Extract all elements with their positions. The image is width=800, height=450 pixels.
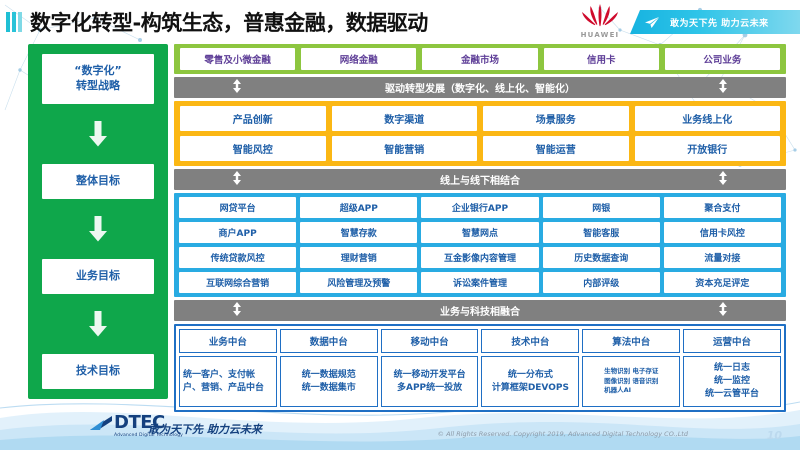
app-image-content-management[interactable]: 互金影像内容管理 <box>421 247 539 268</box>
application-systems-band: 网贷平台 超级APP 企业银行APP 网银 聚合支付 商户APP 智慧存款 智慧… <box>174 193 786 297</box>
midplatform-algorithm-title: 算法中台 <box>582 329 681 353</box>
up-down-arrow-icon <box>719 302 727 316</box>
huawei-wordmark: HUAWEI <box>580 31 620 39</box>
midplatform-mobile[interactable]: 移动中台 统一移动开发平台 多APP统一投放 <box>380 329 479 408</box>
strategy-sidebar: “数字化” 转型战略 整体目标 业务目标 技术目标 <box>28 44 168 399</box>
app-online-loan-platform[interactable]: 网贷平台 <box>179 197 297 218</box>
copyright-text: © All Rights Reserved. Copyright 2019, A… <box>437 430 688 438</box>
dtec-mark-icon <box>90 416 112 430</box>
midplatform-algorithm[interactable]: 算法中台 生物识别 电子存证 图像识别 语音识别 机器人AI <box>582 329 681 408</box>
capability-product-innovation[interactable]: 产品创新 <box>180 106 326 131</box>
app-risk-management-warning[interactable]: 风险管理及预警 <box>300 272 418 293</box>
page-header: 数字化转型-构筑生态，普惠金融，数据驱动 HUAWEI 敢为天下先 助力云未来 <box>0 0 800 44</box>
app-super-app[interactable]: 超级APP <box>300 197 418 218</box>
capability-scenario-service[interactable]: 场景服务 <box>483 106 629 131</box>
business-lines-strip: 零售及小微金融 网络金融 金融市场 信用卡 公司业务 <box>174 44 786 74</box>
app-wealth-marketing[interactable]: 理财营销 <box>300 247 418 268</box>
app-traditional-loan-risk[interactable]: 传统贷款风控 <box>179 247 297 268</box>
up-down-arrow-icon <box>233 79 241 93</box>
midplatform-algorithm-body: 生物识别 电子存证 图像识别 语音识别 机器人AI <box>582 356 681 408</box>
app-smart-deposit[interactable]: 智慧存款 <box>300 222 418 243</box>
app-enterprise-bank-app[interactable]: 企业银行APP <box>421 197 539 218</box>
business-line-credit-card[interactable]: 信用卡 <box>543 48 659 70</box>
midplatform-mobile-title: 移动中台 <box>380 329 479 353</box>
capability-smart-risk-control[interactable]: 智能风控 <box>180 136 326 161</box>
sidebar-item-strategy[interactable]: “数字化” 转型战略 <box>42 54 154 104</box>
capability-smart-operation[interactable]: 智能运营 <box>483 136 629 161</box>
capability-business-online[interactable]: 业务线上化 <box>634 106 780 131</box>
sidebar-item-overall-goal[interactable]: 整体目标 <box>42 163 154 199</box>
app-smart-customer-service[interactable]: 智能客服 <box>542 222 660 243</box>
midplatform-business[interactable]: 业务中台 统一客户、支付帐户、营销、产品中台 <box>179 329 277 408</box>
page-footer: DTEC Advanced Digital Technology 敢为天下先 助… <box>0 398 800 450</box>
business-line-financial-market[interactable]: 金融市场 <box>422 48 538 70</box>
business-line-retail-micro[interactable]: 零售及小微金融 <box>180 48 296 70</box>
blue-row-3: 传统贷款风控 理财营销 互金影像内容管理 历史数据查询 流量对接 <box>179 247 782 268</box>
business-line-corporate[interactable]: 公司业务 <box>664 48 781 70</box>
app-capital-adequacy-assessment[interactable]: 资本充足评定 <box>663 272 782 293</box>
blue-row-2: 商户APP 智慧存款 智慧网点 智能客服 信用卡风控 <box>179 222 782 243</box>
capability-open-banking[interactable]: 开放银行 <box>634 136 780 161</box>
huawei-logo: HUAWEI <box>572 2 628 42</box>
connector-bar-business-tech-fusion: 业务与科技相融合 <box>174 300 786 321</box>
paper-plane-icon <box>645 16 659 28</box>
midplatform-mobile-body: 统一移动开发平台 多APP统一投放 <box>380 356 479 408</box>
down-arrow-icon <box>89 120 107 147</box>
sidebar-item-business-goal[interactable]: 业务目标 <box>42 259 154 294</box>
app-internal-rating[interactable]: 内部评级 <box>542 272 660 293</box>
capability-digital-channel[interactable]: 数字渠道 <box>331 106 477 131</box>
down-arrow-icon <box>89 311 107 337</box>
app-aggregate-payment[interactable]: 聚合支付 <box>663 197 782 218</box>
architecture-diagram: “数字化” 转型战略 整体目标 业务目标 技术目标 零售及小微金融 网络金融 金… <box>0 44 800 413</box>
sidebar-arrow-3 <box>88 294 108 354</box>
connector-bar-online-offline: 线上与线下相结合 <box>174 169 786 190</box>
banner-slogan-text: 敢为天下先 助力云未来 <box>670 18 769 29</box>
up-down-arrow-icon <box>233 302 241 316</box>
footer-slogan: 敢为天下先 助力云未来 <box>148 423 262 436</box>
midplatform-tech[interactable]: 技术中台 统一分布式 计算框架DEVOPS <box>481 329 580 408</box>
page-title: 数字化转型-构筑生态，普惠金融，数据驱动 <box>30 11 428 35</box>
orange-row-2: 智能风控 智能营销 智能运营 开放银行 <box>180 136 780 161</box>
app-litigation-case-management[interactable]: 诉讼案件管理 <box>421 272 539 293</box>
layers-column: 零售及小微金融 网络金融 金融市场 信用卡 公司业务 驱动转型发展（数字化、线上… <box>174 44 786 413</box>
midplatform-data[interactable]: 数据中台 统一数据规范 统一数据集市 <box>279 329 378 408</box>
app-traffic-docking[interactable]: 流量对接 <box>663 247 782 268</box>
midplatform-band: 业务中台 统一客户、支付帐户、营销、产品中台 数据中台 统一数据规范 统一数据集… <box>174 324 786 413</box>
down-arrow-icon <box>89 215 107 242</box>
sidebar-arrow-1 <box>88 104 108 164</box>
blue-row-4: 互联网综合营销 风险管理及预警 诉讼案件管理 内部评级 资本充足评定 <box>179 272 782 293</box>
sidebar-item-tech-goal[interactable]: 技术目标 <box>42 354 154 390</box>
app-smart-branch[interactable]: 智慧网点 <box>421 222 539 243</box>
capability-smart-marketing[interactable]: 智能营销 <box>331 136 477 161</box>
app-merchant-app[interactable]: 商户APP <box>179 222 297 243</box>
app-internet-integrated-marketing[interactable]: 互联网综合营销 <box>179 272 297 293</box>
app-historical-data-query[interactable]: 历史数据查询 <box>542 247 660 268</box>
orange-row-1: 产品创新 数字渠道 场景服务 业务线上化 <box>180 106 780 131</box>
slogan-banner: 敢为天下先 助力云未来 <box>630 10 800 34</box>
midplatform-operation-body: 统一日志 统一监控 统一云管平台 <box>683 356 781 408</box>
app-credit-card-risk-control[interactable]: 信用卡风控 <box>663 222 782 243</box>
up-down-arrow-icon <box>719 171 727 185</box>
midplatform-tech-title: 技术中台 <box>481 329 580 353</box>
title-accent-bars-icon <box>6 12 26 32</box>
midplatform-data-title: 数据中台 <box>279 329 378 353</box>
connector-bar-drive-transformation: 驱动转型发展（数字化、线上化、智能化） <box>174 77 786 98</box>
business-line-internet-finance[interactable]: 网络金融 <box>301 48 417 70</box>
app-online-banking[interactable]: 网银 <box>542 197 660 218</box>
up-down-arrow-icon <box>719 79 727 93</box>
blue-row-1: 网贷平台 超级APP 企业银行APP 网银 聚合支付 <box>179 197 782 218</box>
connector-label-3: 业务与科技相融合 <box>440 307 520 318</box>
connector-label-1: 驱动转型发展（数字化、线上化、智能化） <box>385 84 575 95</box>
midplatform-business-title: 业务中台 <box>179 329 277 353</box>
midplatform-operation-title: 运营中台 <box>683 329 781 353</box>
transformation-capabilities-band: 产品创新 数字渠道 场景服务 业务线上化 智能风控 智能营销 智能运营 开放银行 <box>174 101 786 166</box>
huawei-flower-icon <box>582 4 618 27</box>
page-number: 10 <box>766 429 782 442</box>
midplatform-business-body: 统一客户、支付帐户、营销、产品中台 <box>179 356 277 408</box>
up-down-arrow-icon <box>233 171 241 185</box>
connector-label-2: 线上与线下相结合 <box>440 176 520 187</box>
midplatform-operation[interactable]: 运营中台 统一日志 统一监控 统一云管平台 <box>683 329 781 408</box>
sidebar-arrow-2 <box>88 199 108 259</box>
